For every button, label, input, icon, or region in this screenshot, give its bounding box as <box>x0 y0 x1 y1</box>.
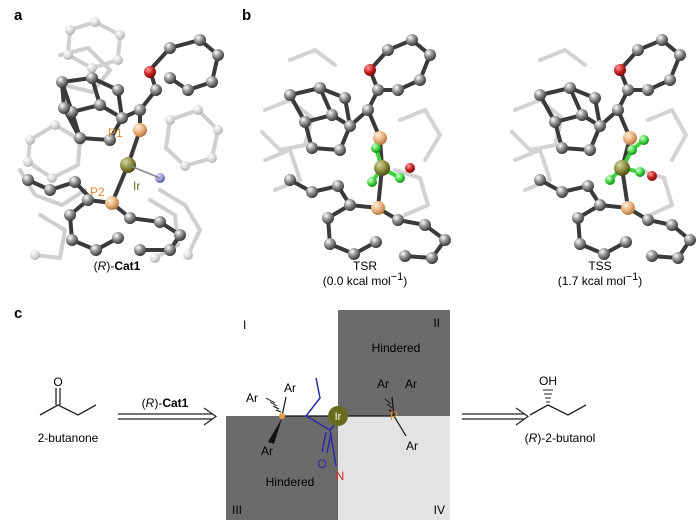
ar-label-4: Ar <box>377 377 389 391</box>
label-p1: P1 <box>108 126 123 140</box>
butanol-oh: OH <box>539 374 557 388</box>
quadrant-iv <box>338 416 450 520</box>
nitrogen-label: N <box>336 469 345 483</box>
butanone-oxygen: O <box>53 375 62 389</box>
ar-label-6: Ar <box>406 439 418 453</box>
panel-label-a: a <box>14 7 23 24</box>
quadrant-ii-hindered <box>338 310 450 416</box>
caption-tsr: TSR <box>353 259 377 273</box>
tss-structure <box>510 34 696 264</box>
reaction-arrow-1 <box>118 407 218 426</box>
quadrant-diagram <box>226 310 450 520</box>
quadrant-label-i: I <box>243 318 246 332</box>
panel-label-b: b <box>242 7 251 24</box>
caption-cat1-a: (R)-Cat1 <box>94 259 141 273</box>
caption-tss-energy: (1.7 kcal mol−1) <box>558 271 643 288</box>
butanone-structure <box>39 388 97 416</box>
ar-label-5: Ar <box>405 377 417 391</box>
quadrant-iii-hindered <box>226 416 338 520</box>
ar-label-2: Ar <box>284 381 296 395</box>
oxygen-label: O <box>317 457 326 471</box>
ar-label-3: Ar <box>261 444 273 458</box>
label-p2: P2 <box>90 185 105 199</box>
quadrant-label-iv: IV <box>434 503 445 517</box>
ar-label-1: Ar <box>246 391 258 405</box>
quadrant-label-ii: II <box>433 316 440 330</box>
phosphorus-left-dot <box>279 413 285 419</box>
phosphorus-label: P <box>390 409 398 423</box>
catalyst-structure-a <box>18 17 224 263</box>
reagent-label: (R)-Cat1 <box>142 396 189 410</box>
label-ir: Ir <box>133 179 140 193</box>
butanol-structure <box>529 389 587 416</box>
quadrant-label-iii: III <box>232 503 242 517</box>
iridium-label: Ir <box>335 411 342 423</box>
reaction-arrow-2 <box>462 407 530 426</box>
hindered-label-bottom: Hindered <box>266 475 315 489</box>
butanol-label: (R)-2-butanol <box>525 431 596 445</box>
hindered-label-top: Hindered <box>372 341 421 355</box>
tsr-structure <box>260 34 451 264</box>
panel-label-c: c <box>14 305 22 322</box>
caption-tss: TSS <box>588 259 611 273</box>
wedge-bond-left <box>268 418 282 444</box>
caption-tsr-energy: (0.0 kcal mol−1) <box>323 271 408 288</box>
butanone-label: 2-butanone <box>38 431 99 445</box>
substrate-skeleton <box>304 377 343 467</box>
iridium-center <box>328 406 348 426</box>
